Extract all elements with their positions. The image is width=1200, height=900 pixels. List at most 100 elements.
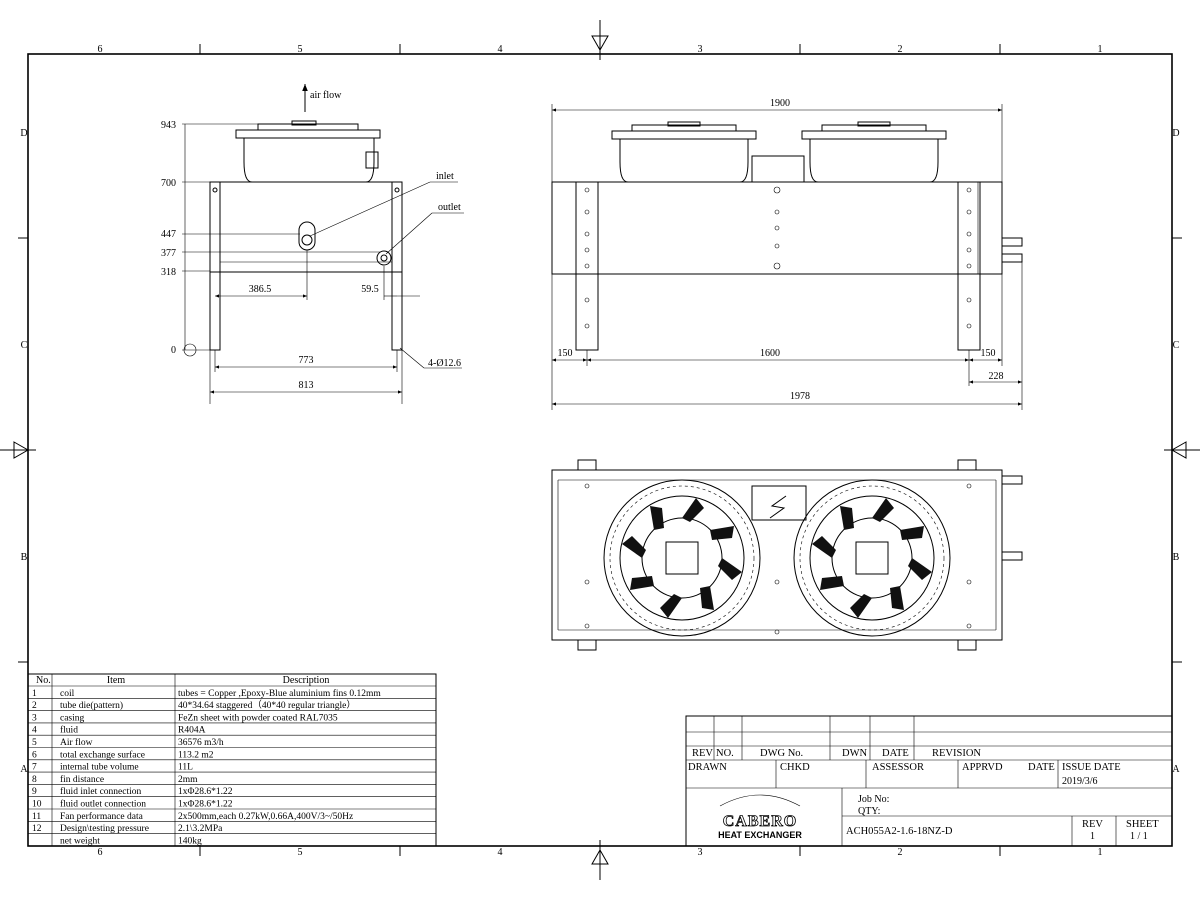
spec-table: No. Item Description 1 coil tubes = Copper… (27, 673, 437, 847)
outlet-label: outlet (438, 202, 461, 213)
spec-row-desc: 1xΦ28.6*1.22 (178, 787, 233, 797)
row-label: A (1172, 764, 1180, 775)
spec-header-item: Item (107, 675, 126, 686)
height-dim: 700 (161, 178, 176, 189)
rev-header-dwg: DWG No. (760, 748, 803, 759)
spec-row-item: tube die(pattern) (60, 700, 123, 711)
spec-row-item: fluid outlet connection (60, 799, 146, 810)
dim-228: 228 (989, 371, 1004, 382)
spec-row-no: 4 (32, 726, 37, 736)
spec-row-no: 12 (32, 824, 42, 834)
spec-row-desc: tubes = Copper ,Epoxy-Blue aluminium fin… (178, 688, 381, 699)
spec-row-item: Design\testing pressure (60, 824, 149, 834)
col-label: 1 (1098, 847, 1103, 858)
row-label: B (21, 552, 28, 563)
spec-row-desc: 140kg (178, 836, 202, 846)
chkd-label: CHKD (780, 762, 810, 773)
col-label: 6 (98, 44, 103, 55)
spec-row-desc: 113.2 m2 (178, 750, 214, 760)
sheet-label: SHEET (1126, 819, 1159, 830)
cabero-logo: CABERO HEAT EXCHANGER (718, 794, 802, 840)
height-dim: 0 (171, 345, 176, 356)
side-view: air flow 943 700 447 377 318 0 (161, 84, 464, 404)
assessor-label: ASSESSOR (872, 762, 924, 773)
dim-150-right: 150 (981, 348, 996, 359)
sheet-value: 1 / 1 (1130, 831, 1148, 842)
col-label: 6 (98, 847, 103, 858)
col-label: 5 (298, 44, 303, 55)
issue-date-label: ISSUE DATE (1062, 762, 1121, 773)
dim-1900: 1900 (770, 98, 790, 109)
qty: QTY: (858, 806, 880, 817)
logo-subtitle: HEAT EXCHANGER (718, 830, 802, 840)
spec-header-desc: Description (283, 675, 330, 686)
row-label: B (1173, 552, 1180, 563)
dim-773: 773 (299, 355, 314, 366)
inlet-label: inlet (436, 171, 454, 182)
spec-row-item: fluid inlet connection (60, 786, 142, 797)
logo-text: CABERO (723, 813, 797, 830)
spec-row-item: internal tube volume (60, 763, 139, 773)
col-label: 2 (898, 44, 903, 55)
spec-row-item: total exchange surface (60, 749, 145, 760)
spec-header-no: No. (36, 675, 51, 686)
dim-59: 59.5 (361, 284, 379, 295)
spec-row-desc: 2.1\3.2MPa (178, 824, 223, 834)
spec-row-item: coil (60, 689, 75, 699)
spec-row-item: fluid (60, 725, 78, 736)
spec-row-item: casing (60, 713, 85, 723)
row-labels: D C B A D C B A (20, 128, 1180, 775)
spec-row-item: net weight (60, 836, 100, 846)
spec-row-no: 10 (32, 800, 42, 810)
dim-1978: 1978 (790, 391, 810, 402)
height-dim: 318 (161, 267, 176, 278)
spec-row-desc: 2mm (178, 775, 198, 785)
spec-row-desc: 40*34.64 staggered（40*40 regular triangl… (178, 699, 356, 711)
rev-header-rev: REV (692, 748, 713, 759)
title-block: REV NO. DWG No. DWN DATE REVISION DRAWN … (685, 715, 1173, 847)
height-dim: 447 (161, 229, 176, 240)
row-label: A (20, 764, 28, 775)
spec-row-desc: R404A (178, 726, 206, 736)
spec-row-desc: 2x500mm,each 0.27kW,0.66A,400V/3~/50Hz (178, 812, 353, 822)
rev-header-date: DATE (882, 748, 909, 759)
dim-386: 386.5 (249, 284, 272, 295)
drawing-frame: 6 5 4 3 2 1 6 5 4 3 2 1 D C B A D C B A (0, 20, 1200, 880)
col-label: 1 (1098, 44, 1103, 55)
spec-row-no: 1 (32, 689, 37, 699)
col-label: 3 (698, 847, 703, 858)
height-dim: 377 (161, 248, 176, 259)
issue-date: 2019/3/6 (1062, 776, 1098, 787)
spec-row-desc: 1xΦ28.6*1.22 (178, 800, 233, 810)
fan-1 (603, 479, 761, 637)
spec-row-no: 9 (32, 787, 37, 797)
dim-150-left: 150 (558, 348, 573, 359)
hole-label: 4-Ø12.6 (428, 358, 461, 369)
fan-2 (793, 479, 951, 637)
spec-row-desc: 11L (178, 763, 193, 773)
rev-header-revision: REVISION (932, 748, 981, 759)
spec-row-item: fin distance (60, 774, 104, 785)
col-label: 2 (898, 847, 903, 858)
spec-row-no: 6 (32, 750, 37, 760)
col-label: 5 (298, 847, 303, 858)
spec-row-no: 3 (32, 713, 37, 723)
spec-row-item: Fan performance data (60, 811, 144, 822)
apprvd-label: APPRVD (962, 762, 1003, 773)
spec-row-no: 11 (32, 812, 41, 822)
job-no: Job No: (858, 794, 889, 805)
spec-row-no: 7 (32, 763, 37, 773)
dim-813: 813 (299, 380, 314, 391)
date-label: DATE (1028, 762, 1055, 773)
row-label: D (1172, 128, 1179, 139)
bolt-holes (584, 186, 972, 329)
rev-label: REV (1082, 819, 1103, 830)
row-label: C (1173, 340, 1180, 351)
col-label: 3 (698, 44, 703, 55)
col-label: 4 (498, 44, 503, 55)
rev-header-no: NO. (716, 748, 734, 759)
height-dim: 943 (161, 120, 176, 131)
spec-row-item: Air flow (60, 737, 93, 748)
top-view (551, 459, 1023, 651)
